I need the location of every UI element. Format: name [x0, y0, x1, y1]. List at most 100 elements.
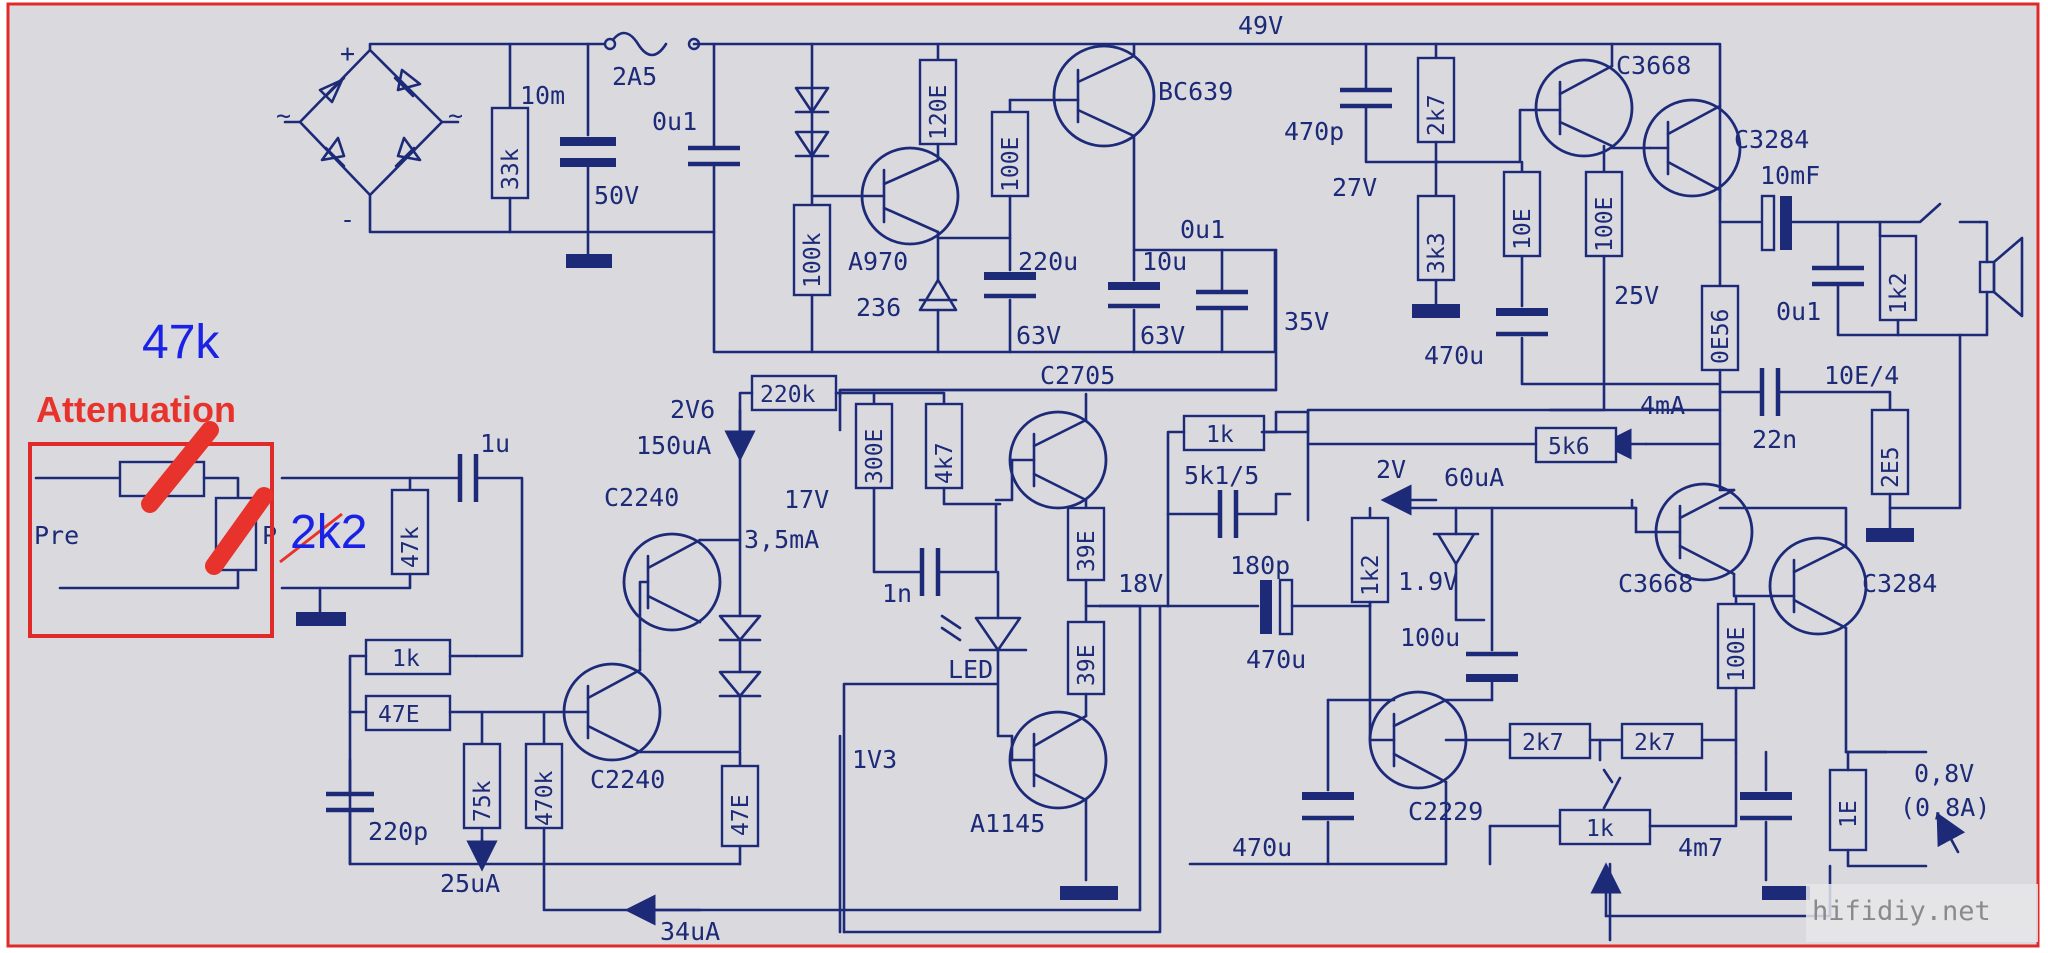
- psu-ground-wire: [368, 193, 716, 234]
- transistor-c2705: [1008, 410, 1108, 510]
- label-pre-stub: P: [262, 521, 277, 550]
- label-r-3k3: 3k3: [1424, 232, 1450, 274]
- label-r-1e: 1E: [1836, 800, 1862, 828]
- ac-sign-left: ~: [276, 101, 291, 130]
- resistor-120e: [918, 58, 958, 146]
- label-t-c3284-top: C3284: [1734, 125, 1809, 154]
- red-stroke-a: [141, 421, 219, 513]
- label-r-2e5: 2E5: [1878, 446, 1904, 488]
- label-r-47e-emit: 47E: [728, 794, 754, 836]
- transistor-c3284-bot: [1768, 536, 1868, 636]
- label-r-4k7: 4k7: [932, 442, 958, 484]
- resistor-47k-in: [390, 488, 430, 576]
- speaker-switch: [1878, 202, 1942, 224]
- label-t-bc639: BC639: [1158, 77, 1233, 106]
- label-v-27v: 27V: [1332, 173, 1377, 202]
- cap-10mf-plate-a: [1760, 194, 1776, 252]
- label-r-100e-c: 100E: [1724, 627, 1750, 682]
- ground-out: [1762, 886, 1810, 900]
- label-t-a970: A970: [848, 247, 908, 276]
- resistor-1k-in: [364, 638, 452, 676]
- transistor-a1145: [1008, 710, 1108, 810]
- label-v-2v: 2V: [1376, 455, 1406, 484]
- label-r-100e-b: 100E: [1592, 197, 1618, 252]
- label-c-1u: 1u: [480, 429, 510, 458]
- label-t-c3668-top: C3668: [1616, 51, 1691, 80]
- label-r-10e: 10E: [1510, 208, 1536, 250]
- ground-input: [296, 612, 346, 626]
- cap-10m-plate-a: [560, 137, 616, 146]
- label-r-75k: 75k: [470, 780, 496, 822]
- annotation-47k: 47k: [142, 316, 220, 369]
- label-v-1v3: 1V3: [852, 745, 897, 774]
- diode-lower: [794, 130, 830, 158]
- resistor-4k7: [924, 402, 964, 490]
- label-v-35v: 35V: [1284, 307, 1329, 336]
- label-r-2k7-b: 2k7: [1634, 730, 1676, 756]
- label-v-18v: 18V: [1118, 569, 1163, 598]
- label-r-470k: 470k: [532, 770, 558, 826]
- label-r-33k: 33k: [498, 148, 524, 190]
- resistor-5k6: [1534, 426, 1618, 464]
- label-v-50v: 50V: [594, 181, 639, 210]
- label-i-out: (0,8A): [1900, 793, 1990, 822]
- transistor-c3668-bot: [1634, 482, 1754, 582]
- label-r-0e56: 0E56: [1708, 309, 1734, 364]
- resistor-220k: [750, 374, 838, 412]
- label-c-220u: 220u: [1018, 247, 1078, 276]
- label-c-22n: 22n: [1752, 425, 1797, 454]
- label-i-34ua: 34uA: [660, 917, 720, 946]
- label-r-2k7-a: 2k7: [1522, 730, 1564, 756]
- label-t-a1145: A1145: [970, 809, 1045, 838]
- ground-a1145: [1060, 886, 1118, 900]
- ground-zobel: [1866, 528, 1914, 542]
- attenuation-frame: [28, 442, 274, 638]
- label-t-c2705: C2705: [1040, 361, 1115, 390]
- label-supply-49v: 49V: [1238, 11, 1283, 40]
- annotation-attenuation: Attenuation: [36, 389, 236, 430]
- label-z-236: 236: [856, 293, 901, 322]
- label-c-180p: 180p: [1230, 551, 1290, 580]
- resistor-1k2-out: [1878, 234, 1918, 322]
- label-v-2v6: 2V6: [670, 395, 715, 424]
- supply-rail-49v: [692, 42, 1722, 202]
- watermark: hifidiy.net: [1812, 896, 1991, 927]
- label-r-220k: 220k: [760, 382, 816, 408]
- label-v-out: 0,8V: [1914, 759, 1974, 788]
- label-r-5k1: 5k1/5: [1184, 461, 1259, 490]
- resistor-3k3: [1416, 194, 1456, 282]
- label-c-470u-mid: 470u: [1246, 645, 1306, 674]
- label-c-220p: 220p: [368, 817, 428, 846]
- label-c-470u-top: 470u: [1424, 341, 1484, 370]
- minus-sign: -: [340, 205, 355, 234]
- label-r-47e-in: 47E: [378, 702, 420, 728]
- transistor-c3668-top: [1534, 58, 1634, 158]
- label-r-5k6: 5k6: [1548, 434, 1590, 460]
- label-v-1-9v: 1.9V: [1398, 567, 1458, 596]
- red-pointer: [279, 512, 343, 564]
- annotation-2k2: 2k2: [290, 506, 367, 559]
- cap-10m-plate-b: [560, 158, 616, 167]
- label-i-25ua: 25uA: [440, 869, 500, 898]
- ac-sign-right: ~: [448, 101, 463, 130]
- cap-10mf-plate-b: [1780, 196, 1792, 250]
- resistor-39e-a: [1066, 506, 1106, 582]
- diode-upper: [794, 86, 830, 114]
- label-c-0u1-c: 0u1: [1776, 297, 1821, 326]
- label-v-63v-b: 63V: [1140, 321, 1185, 350]
- watermark-backdrop: [1806, 884, 2038, 942]
- resistor-75k: [462, 742, 502, 830]
- label-c-10m: 10m: [520, 81, 565, 110]
- label-t-c2240-bot: C2240: [590, 765, 665, 794]
- label-r-1k2-out: 1k2: [1886, 272, 1912, 314]
- cap-470u-mid-plate-a: [1260, 580, 1272, 634]
- ground-psu: [566, 254, 612, 268]
- label-v-17v: 17V: [784, 485, 829, 514]
- label-fuse: 2A5: [612, 62, 657, 91]
- label-c-470u-bot: 470u: [1232, 833, 1292, 862]
- label-i-4ma: 4mA: [1640, 391, 1685, 420]
- label-c-1n: 1n: [882, 579, 912, 608]
- resistor-470k: [524, 742, 564, 830]
- transistor-a970: [810, 146, 960, 246]
- plus-sign: +: [340, 39, 355, 68]
